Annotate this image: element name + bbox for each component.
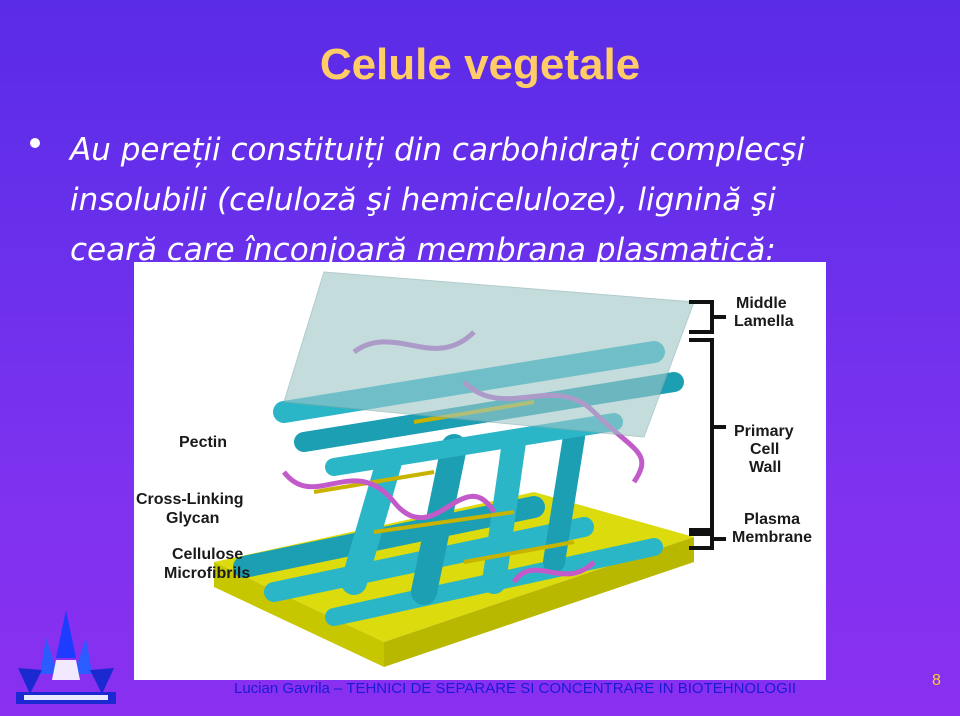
label-plasma-2: Membrane xyxy=(732,529,812,546)
label-pectin: Pectin xyxy=(179,434,227,451)
middle-lamella-sheet xyxy=(283,271,695,438)
label-cellulose-1: Cellulose xyxy=(172,546,243,563)
bullet-line-1: Au pereții constituiți din carbohidrați … xyxy=(70,132,806,168)
page-number: 8 xyxy=(932,672,941,689)
slide-title: Celule vegetale xyxy=(319,40,641,89)
label-cellulose-2: Microfibrils xyxy=(164,565,250,582)
label-primary-3: Wall xyxy=(749,459,781,476)
cell-wall-diagram: Pectin Cross-Linking Glycan Cellulose Mi… xyxy=(134,262,826,680)
bullet-line-2: insolubili (celuloză şi hemiceluloze), l… xyxy=(70,182,776,218)
label-cross-linking-1: Cross-Linking xyxy=(136,491,244,508)
footer-text: Lucian Gavrila – TEHNICI DE SEPARARE SI … xyxy=(234,680,797,697)
bullet-text: Au pereții constituiți din carbohidrați … xyxy=(70,125,930,275)
label-primary-2: Cell xyxy=(750,441,779,458)
label-cross-linking-2: Glycan xyxy=(166,510,219,527)
label-middle-1: Middle xyxy=(736,295,787,312)
university-crest-icon xyxy=(10,608,122,708)
bullet-dot-icon xyxy=(30,138,40,148)
label-middle-2: Lamella xyxy=(734,313,794,330)
label-primary-1: Primary xyxy=(734,423,794,440)
layer-brackets xyxy=(689,300,726,550)
cell-wall-illustration: Pectin Cross-Linking Glycan Cellulose Mi… xyxy=(136,271,812,667)
label-plasma-1: Plasma xyxy=(744,511,800,528)
